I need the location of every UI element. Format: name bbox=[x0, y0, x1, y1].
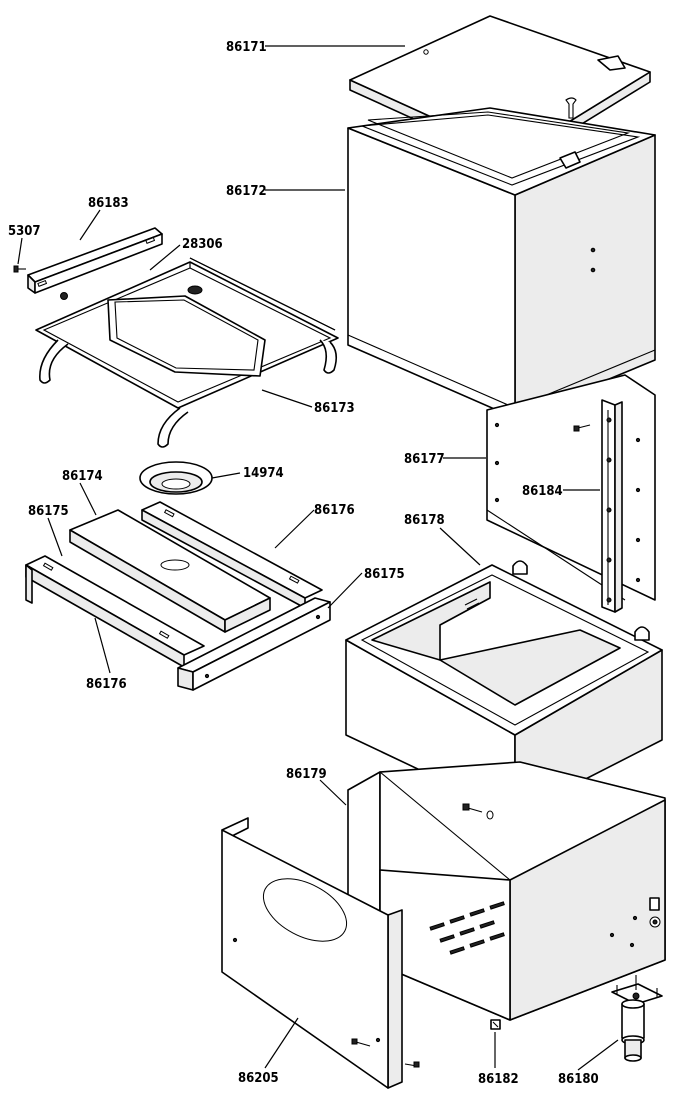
label-86178: 86178 bbox=[404, 513, 445, 528]
part-front-door-86205 bbox=[221, 817, 420, 1089]
part-base-frame-86179 bbox=[347, 761, 666, 1021]
part-inner-box-86178 bbox=[345, 560, 663, 820]
label-86180: 86180 bbox=[558, 1072, 599, 1087]
label-28306: 28306 bbox=[182, 237, 223, 252]
label-86175-right: 86175 bbox=[364, 567, 405, 582]
label-5307: 5307 bbox=[8, 224, 41, 239]
leader-lines bbox=[17, 45, 619, 1071]
label-86205: 86205 bbox=[238, 1071, 279, 1086]
label-86176-top: 86176 bbox=[314, 503, 355, 518]
part-leg-mount-86180 bbox=[611, 975, 663, 1062]
vent-slots bbox=[429, 901, 505, 955]
part-outer-shell-86172 bbox=[347, 107, 656, 419]
label-86176-bottom: 86176 bbox=[86, 677, 127, 692]
label-86183: 86183 bbox=[88, 196, 129, 211]
label-86179: 86179 bbox=[286, 767, 327, 782]
part-center-rail-86174 bbox=[69, 509, 271, 633]
part-bracket-86183 bbox=[27, 227, 163, 294]
label-86182: 86182 bbox=[478, 1072, 519, 1087]
part-wire-grate-86173 bbox=[35, 257, 339, 448]
label-86174: 86174 bbox=[62, 469, 103, 484]
label-86177: 86177 bbox=[404, 452, 445, 467]
label-86172: 86172 bbox=[226, 184, 267, 199]
part-side-rail-right-86175 bbox=[177, 597, 331, 691]
label-86171: 86171 bbox=[226, 40, 267, 55]
label-86184: 86184 bbox=[522, 484, 563, 499]
part-drip-pan-14974 bbox=[139, 461, 213, 495]
part-screw-5307 bbox=[13, 265, 26, 273]
label-14974: 14974 bbox=[243, 466, 284, 481]
label-86175-left: 86175 bbox=[28, 504, 69, 519]
part-clip-86182 bbox=[490, 1019, 501, 1030]
part-vertical-bracket-86184 bbox=[573, 399, 623, 613]
label-86173: 86173 bbox=[314, 401, 355, 416]
part-labels: 86171 86172 86183 5307 28306 86173 14974… bbox=[8, 40, 599, 1087]
part-grate-knob-28306 bbox=[60, 292, 68, 300]
